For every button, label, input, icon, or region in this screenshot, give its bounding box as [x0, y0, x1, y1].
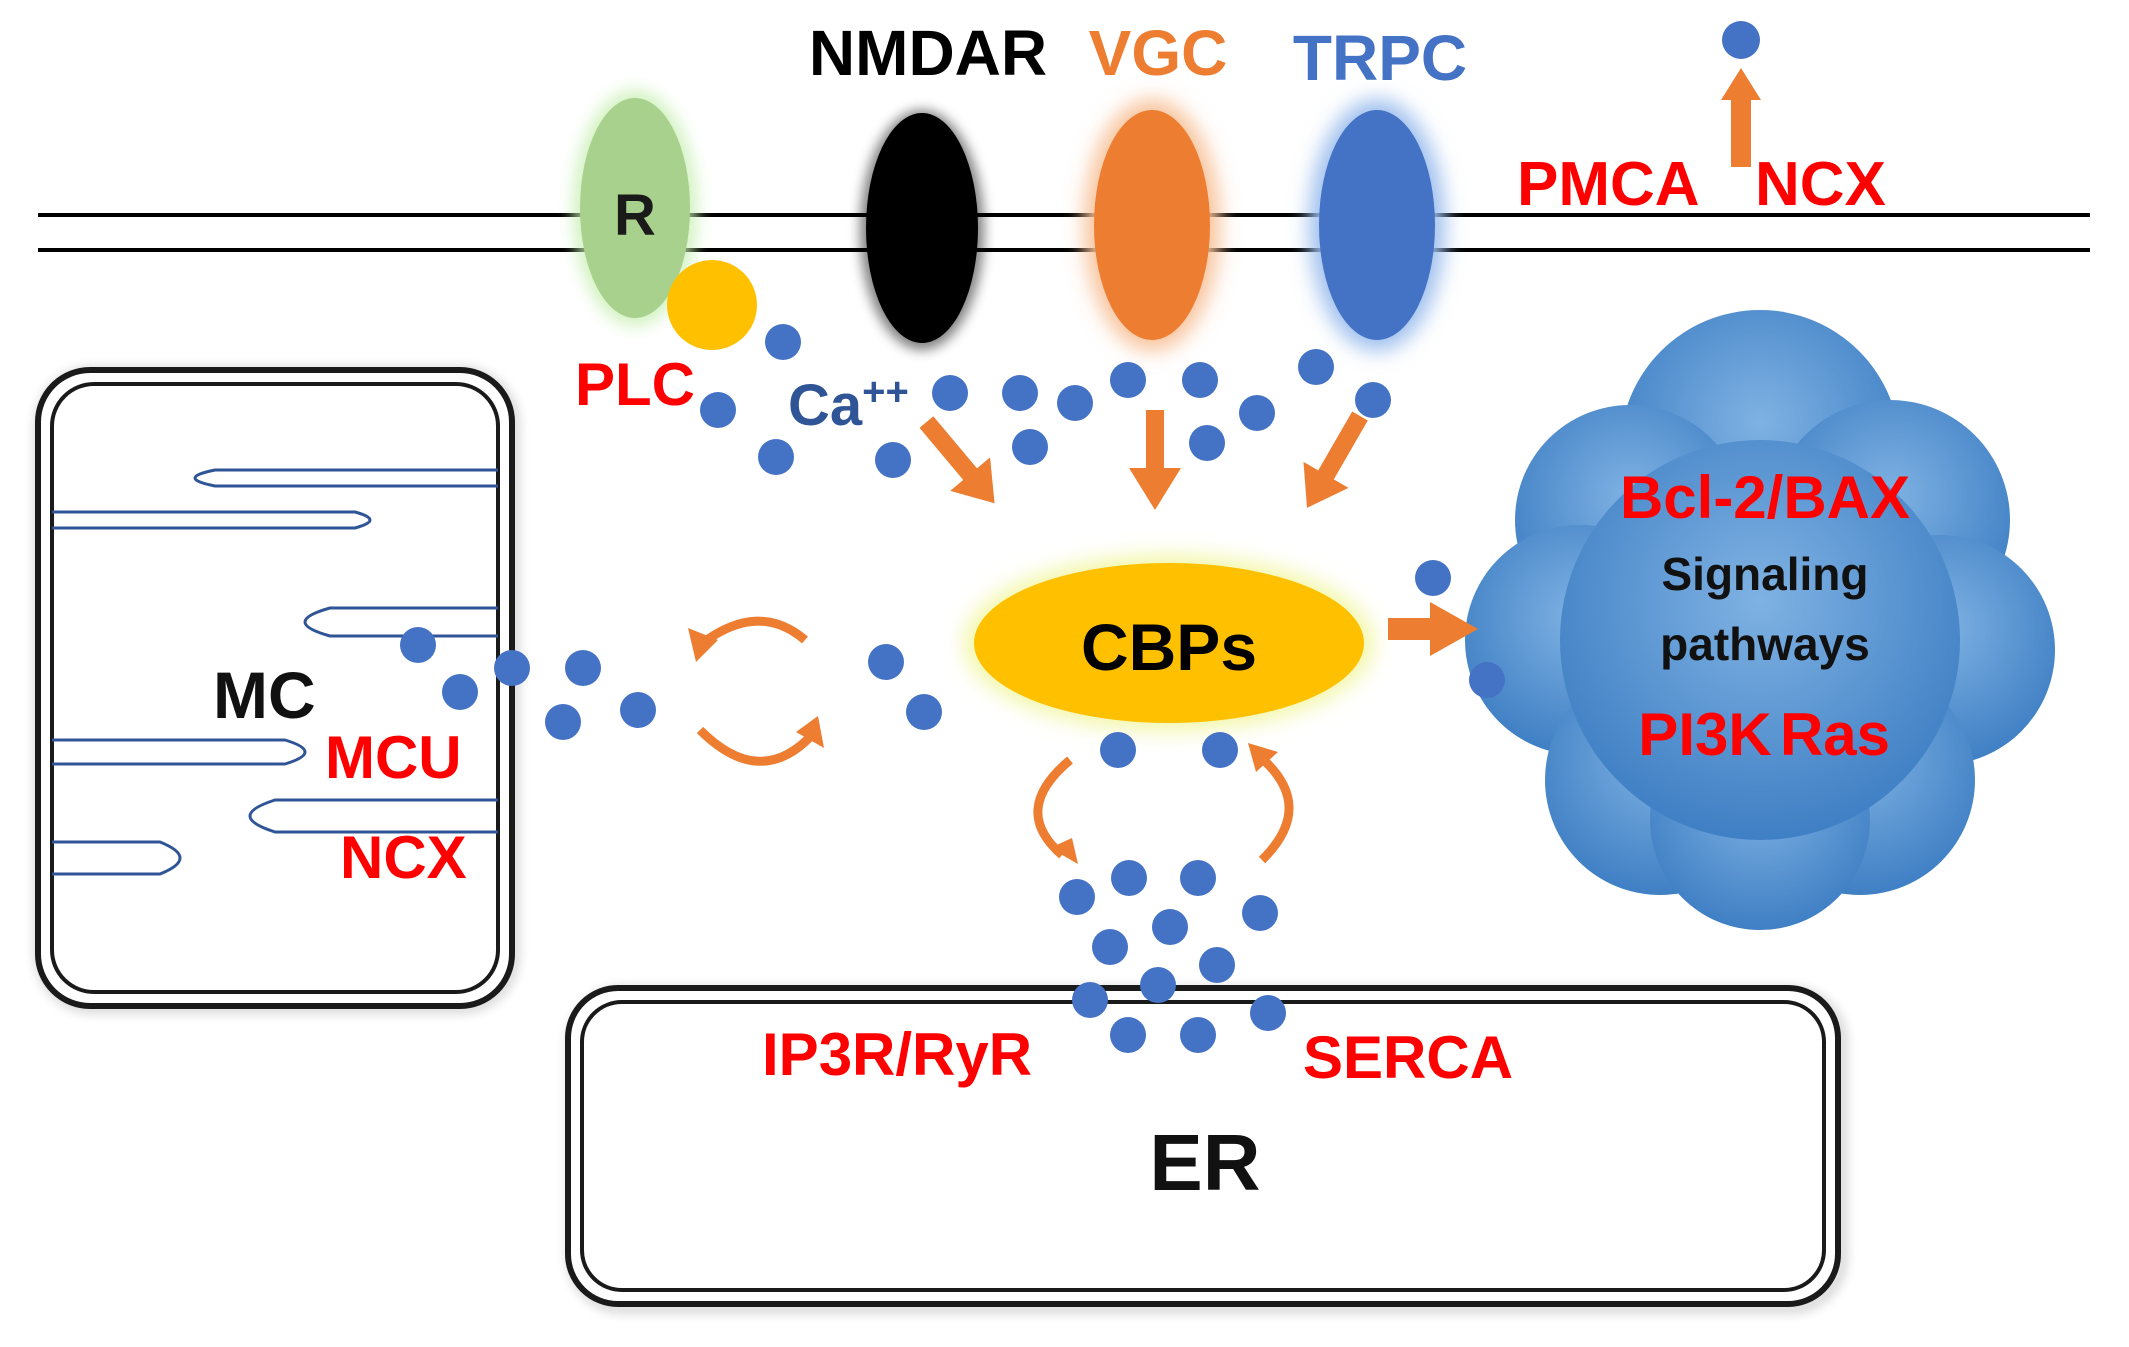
ca-ion: [906, 694, 942, 730]
ca-ion: [1012, 429, 1048, 465]
ca-ion: [1092, 929, 1128, 965]
mito-arrowhead-bottom: [796, 716, 824, 748]
ca-ion: [400, 627, 436, 663]
influx-arrow-left: [919, 416, 995, 504]
ca-ion: [1180, 1017, 1216, 1053]
receptor-label: R: [614, 183, 656, 248]
trpc-channel: [1309, 99, 1445, 351]
pi3k-label: PI3K: [1638, 701, 1771, 768]
ca-ion: [932, 375, 968, 411]
ca-ion: [1110, 362, 1146, 398]
influx-arrow-right: [1303, 411, 1368, 508]
pmca-label: PMCA: [1517, 150, 1700, 219]
ca-ion: [1298, 349, 1334, 385]
ca-label: Ca++: [788, 370, 909, 438]
ca-ion: [1057, 385, 1093, 421]
ca-ion: [1202, 732, 1238, 768]
nmdar-channel: [860, 110, 984, 350]
plc-label: PLC: [575, 351, 695, 418]
bcl2-bax-label: Bcl-2/BAX: [1620, 464, 1910, 531]
ca-ion: [1182, 362, 1218, 398]
nmdar-label: NMDAR: [809, 17, 1047, 89]
cbps-to-cloud-arrow: [1388, 602, 1478, 656]
ncx-membrane-label: NCX: [1755, 150, 1886, 219]
ca-ion: [1152, 909, 1188, 945]
mcu-label: MCU: [325, 724, 462, 791]
ca-ion: [1100, 732, 1136, 768]
ca-ion: [758, 439, 794, 475]
ca-ion: [565, 650, 601, 686]
ca-ion: [1469, 662, 1505, 698]
receptor-r: R: [573, 90, 697, 326]
er-exchange-arrows: [1033, 751, 1294, 864]
ca-ion: [1242, 895, 1278, 931]
ca-ion: [442, 674, 478, 710]
ca-ion: [868, 644, 904, 680]
efflux-arrow: [1721, 68, 1761, 167]
er-arrowhead-left: [1050, 838, 1078, 864]
pathways-label: pathways: [1660, 618, 1870, 670]
ca-ion: [765, 324, 801, 360]
cbps-label: CBPs: [1081, 610, 1257, 684]
calcium-ions: [400, 324, 1505, 1053]
signaling-cloud: Bcl-2/BAX Signaling pathways PI3K Ras: [1465, 310, 2055, 930]
ca-ion: [1239, 395, 1275, 431]
influx-arrows: [919, 410, 1478, 656]
ca-ion: [494, 650, 530, 686]
ca-ion: [1110, 1017, 1146, 1053]
ca-ion: [1355, 382, 1391, 418]
ca-ion: [1189, 425, 1225, 461]
ca-ion: [1111, 860, 1147, 896]
mito-exchange-arrows: [696, 616, 816, 766]
ca-ion: [1072, 982, 1108, 1018]
vgc-channel: [1084, 99, 1220, 351]
vgc-label: VGC: [1089, 17, 1228, 89]
ca-ion: [545, 704, 581, 740]
efflux-ca-dot: [1722, 21, 1760, 59]
ca-ion: [1002, 375, 1038, 411]
mito-cristae: [52, 468, 498, 876]
cbps: CBPs: [964, 555, 1374, 731]
ca-ion: [620, 692, 656, 728]
mc-label: MC: [213, 658, 316, 732]
ca-ion: [1199, 947, 1235, 983]
ras-label: Ras: [1780, 701, 1890, 768]
ca-ion: [1140, 967, 1176, 1003]
ca-ion: [1250, 995, 1286, 1031]
plc-circle: [667, 260, 757, 350]
ca-ion: [700, 392, 736, 428]
ca-ion: [1059, 879, 1095, 915]
mito-arrowhead-top: [688, 628, 718, 662]
influx-arrow-center: [1129, 410, 1181, 510]
ca-ion: [1180, 860, 1216, 896]
ncx-mito-label: NCX: [340, 824, 467, 891]
mitochondrion: MC MCU NCX: [35, 367, 517, 1011]
ca-ion: [1415, 560, 1451, 596]
ca-ion: [875, 442, 911, 478]
ip3r-ryr-label: IP3R/RyR: [762, 1021, 1032, 1088]
serca-label: SERCA: [1303, 1024, 1513, 1091]
endoplasmic-reticulum: ER: [565, 985, 1845, 1311]
er-arrowhead-right: [1248, 743, 1278, 772]
er-label: ER: [1149, 1118, 1260, 1207]
plasma-membrane: [38, 213, 2090, 252]
trpc-label: TRPC: [1293, 22, 1467, 94]
signaling-label: Signaling: [1662, 548, 1869, 600]
